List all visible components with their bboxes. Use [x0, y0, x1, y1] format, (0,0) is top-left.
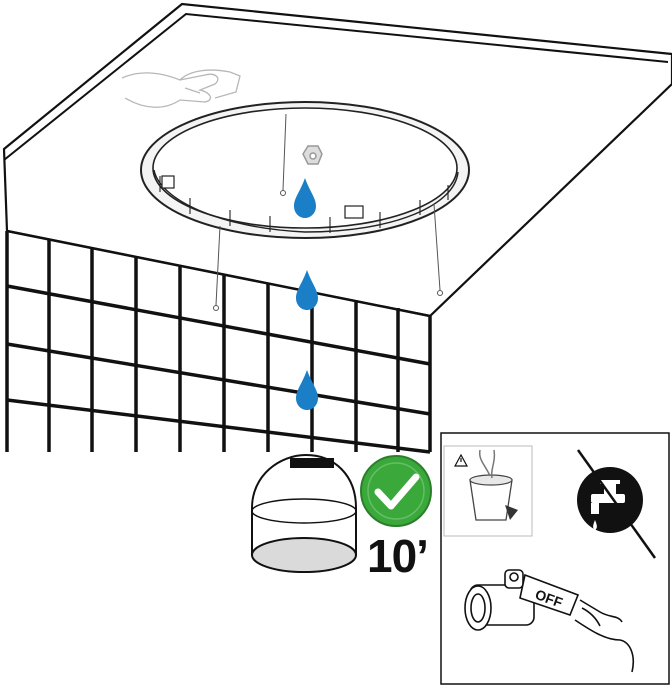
warning-bucket-inset — [444, 446, 532, 536]
check-icon — [361, 456, 431, 526]
shutoff-instruction-panel: OFF — [441, 433, 669, 684]
wait-time-label: 10’ — [367, 533, 428, 579]
bucket-icon — [252, 455, 356, 572]
sprinkler-nozzle-icon — [303, 146, 322, 164]
water-drop-icon — [296, 370, 318, 410]
